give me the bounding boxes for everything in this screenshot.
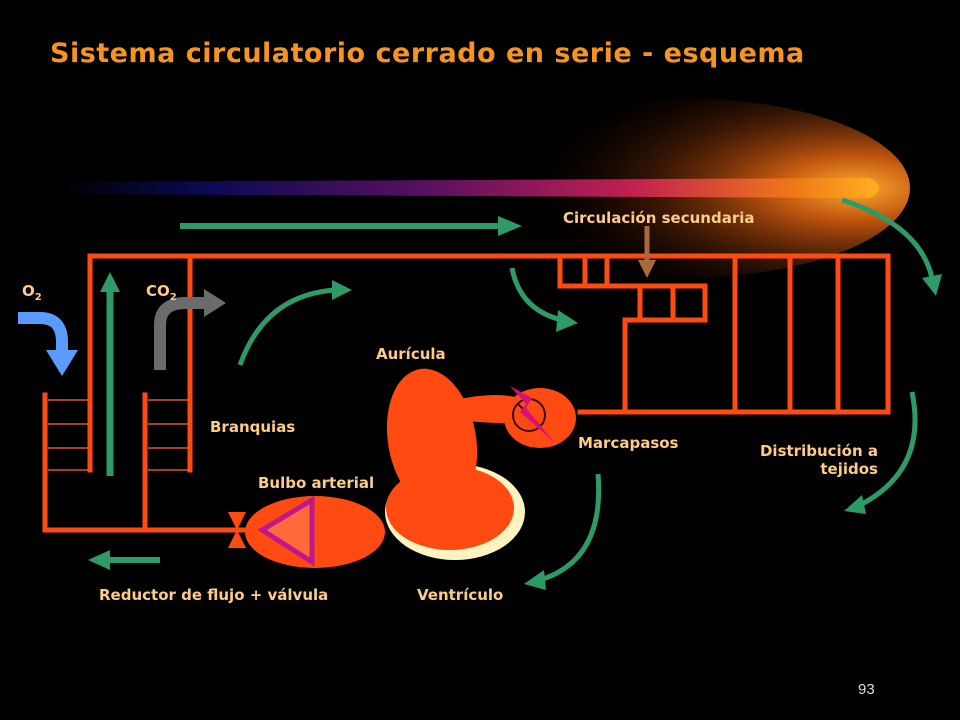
comet-curve-arrow-icon — [841, 197, 935, 279]
pacemaker-label: Marcapasos — [578, 434, 679, 452]
secondary-circulation-comet — [60, 98, 910, 278]
co2-label: CO2 — [146, 282, 177, 303]
o2-arrow-icon — [18, 312, 78, 376]
distribution-label: Distribución a tejidos — [748, 442, 878, 478]
flow-arrows — [88, 197, 942, 590]
o2-label: O2 — [22, 282, 42, 303]
heart — [245, 368, 576, 568]
pacemaker-node — [504, 388, 576, 448]
page-number: 93 — [858, 681, 875, 698]
secondary-curve-arrow-icon — [509, 267, 563, 323]
reducer-label: Reductor de flujo + válvula — [99, 586, 329, 604]
gill-lamellae — [48, 399, 188, 471]
atrium-label: Aurícula — [376, 345, 446, 363]
slide-title: Sistema circulatorio cerrado en serie - … — [50, 38, 805, 69]
bulb-label: Bulbo arterial — [258, 474, 375, 492]
ventricle-label: Ventrículo — [417, 586, 504, 604]
gill-up-arrow-icon — [100, 272, 120, 476]
tissue-curve-arrow-icon — [858, 391, 918, 508]
bulb-arterial — [245, 496, 385, 568]
atrium — [386, 368, 478, 512]
vessel-network — [42, 253, 891, 533]
top-right-arrow-icon — [180, 216, 522, 236]
pacemaker-pointer-icon — [638, 226, 656, 278]
flow-reducer-valve — [228, 512, 246, 548]
co2-arrow-icon — [154, 289, 226, 370]
reducer-left-arrow-icon — [88, 550, 160, 570]
ventricle-curve-arrow-icon — [539, 473, 602, 583]
secondary-circulation-label: Circulación secundaria — [563, 209, 755, 227]
gills-label: Branquias — [210, 418, 296, 436]
gill-curve-arrow-icon — [237, 287, 336, 366]
bulb-valve-triangle — [257, 495, 315, 567]
distribution-label-line1: Distribución a — [759, 442, 878, 460]
distribution-label-line2: tejidos — [820, 460, 878, 478]
